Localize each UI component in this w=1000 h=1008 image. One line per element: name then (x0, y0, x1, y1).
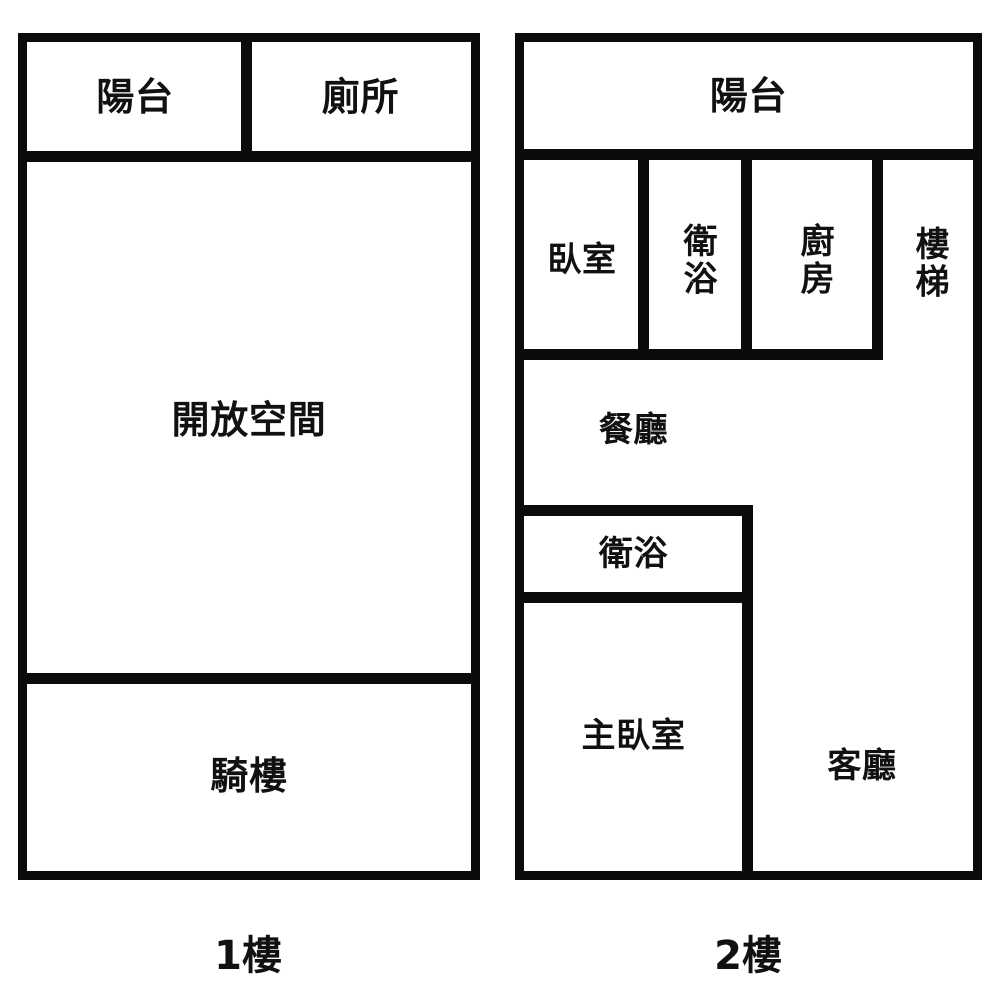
floor-2-room-bedroom: 臥室 (526, 168, 638, 352)
floor-1-wall-balcony-toilet (241, 33, 252, 162)
floor-2-kitchen-label: 廚房 (794, 222, 834, 298)
floor-2-room-bathroom-upper: 衛浴 (653, 168, 741, 352)
floor-2-caption: 2樓 (714, 933, 782, 979)
floor-2-balcony-label: 陽台 (709, 74, 788, 119)
floor-2-room-balcony: 陽台 (526, 44, 971, 149)
floor-2-stairs-label: 樓梯 (909, 225, 949, 301)
floor-2-wall-under-room-row (515, 349, 883, 360)
floor-2-wall-kitchen-stairs (872, 160, 883, 360)
floor-1-arcade-label: 騎樓 (210, 754, 288, 799)
floor-2-wall-bathroom-kitchen (741, 160, 752, 360)
floor-2-master-bedroom-label: 主臥室 (581, 715, 686, 756)
floor-1-room-arcade: 騎樓 (29, 684, 469, 869)
floor-2-room-stairs: 樓梯 (887, 165, 971, 361)
floor-2-wall-under-bathroom-lower (515, 592, 753, 603)
floor-2-room-kitchen: 廚房 (756, 168, 872, 352)
floor-1-open-space-label: 開放空間 (171, 397, 327, 442)
floor-1-room-balcony: 陽台 (29, 44, 241, 151)
floor-2-bedroom-label: 臥室 (547, 239, 617, 280)
floor-1-caption: 1樓 (214, 933, 282, 979)
floor-2-dining-label: 餐廳 (598, 409, 669, 450)
floor-2-room-dining: 餐廳 (526, 360, 741, 500)
floor-2-living-label: 客廳 (827, 746, 897, 787)
floor-2-bathroom-lower-label: 衛浴 (598, 533, 669, 574)
floor-1-balcony-label: 陽台 (96, 75, 174, 120)
floor-2-room-living: 客廳 (753, 360, 971, 869)
floor-2-bathroom-upper-label: 衛浴 (677, 222, 717, 298)
floor-2-room-bathroom-lower: 衛浴 (526, 516, 741, 592)
floor-1-room-toilet: 廁所 (252, 44, 469, 151)
floor-2-wall-bedroom-bathroom (638, 160, 649, 360)
floor-2-wall-above-bathroom-lower (515, 505, 753, 516)
floor-1-wall-above-arcade (18, 673, 480, 684)
floor-2-wall-under-balcony (515, 149, 982, 160)
floor-1-wall-under-top-row (18, 151, 480, 162)
floor-2-wall-bedroom-living (742, 505, 753, 880)
floor-1-room-open-space: 開放空間 (29, 162, 469, 678)
floor-1-toilet-label: 廁所 (321, 75, 400, 120)
floor-2-room-master-bedroom: 主臥室 (526, 603, 741, 869)
